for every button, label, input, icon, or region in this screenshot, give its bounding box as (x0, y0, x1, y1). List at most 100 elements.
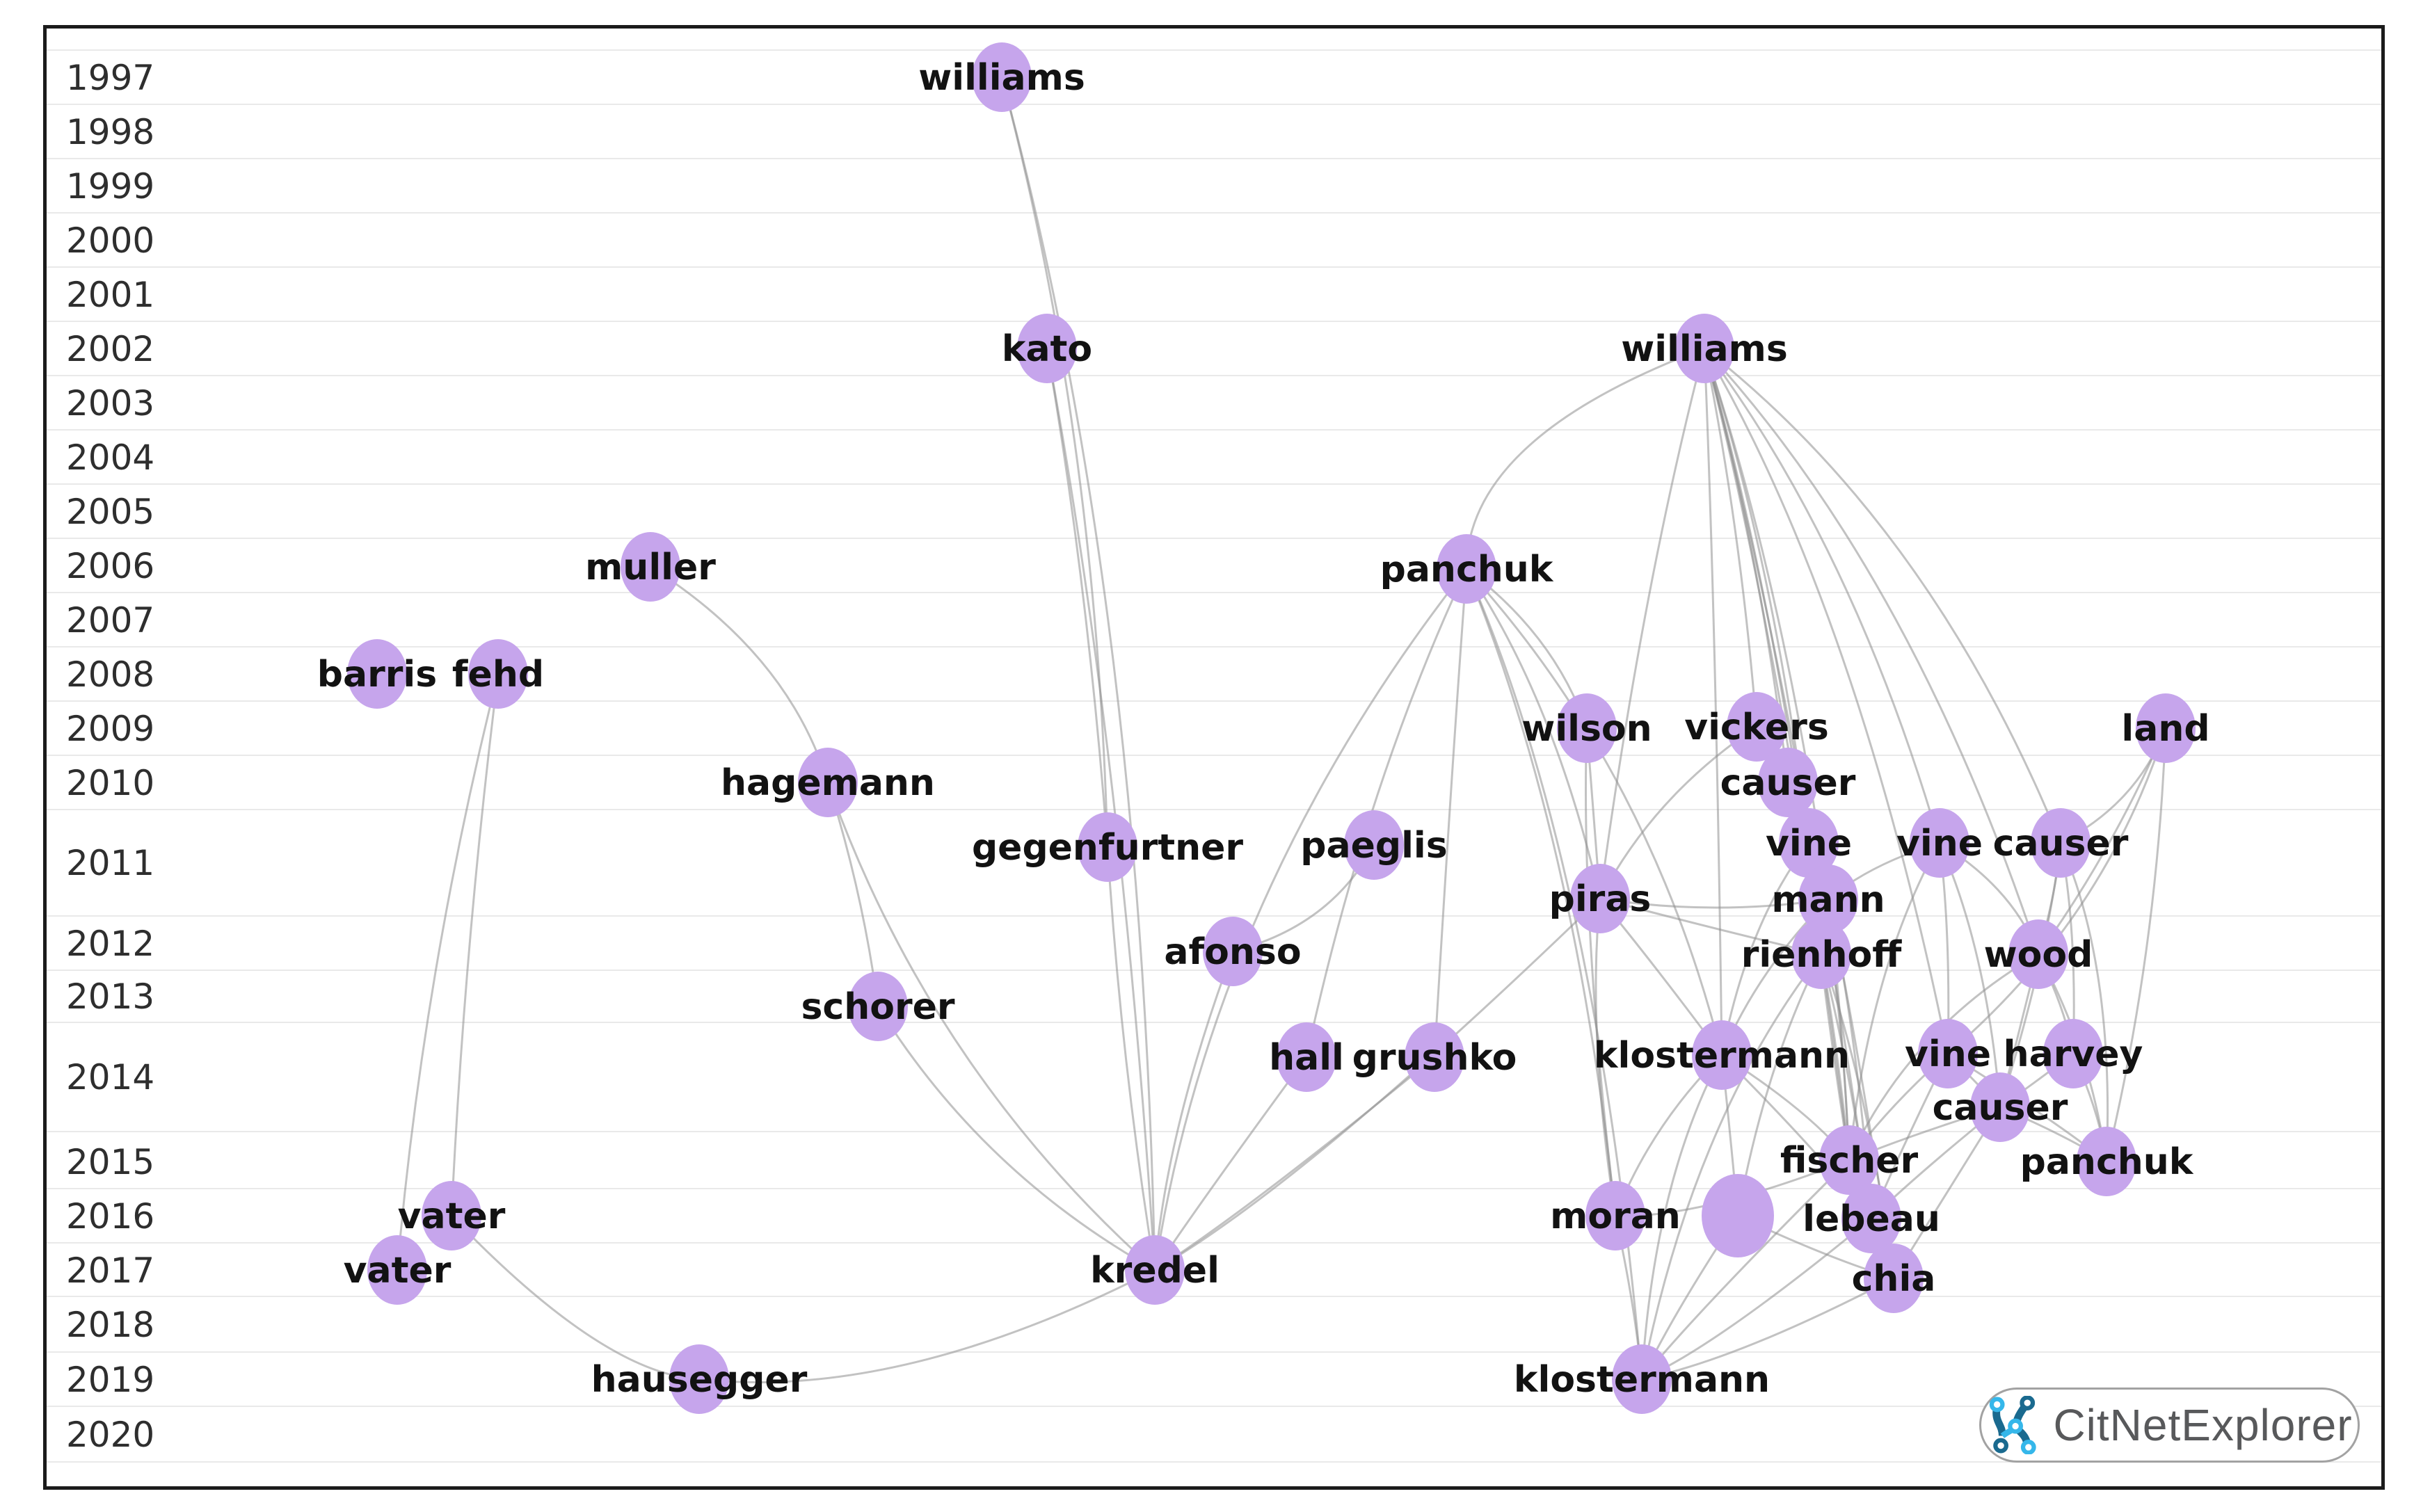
publication-node-hall[interactable] (1277, 1022, 1336, 1092)
publication-node-wilson[interactable] (1557, 693, 1617, 763)
node-label-wilson: wilson (1521, 708, 1652, 750)
year-label-2019: 2019 (66, 1360, 154, 1400)
citation-edge-wilson-moran (1585, 727, 1617, 1216)
publication-node-chia[interactable] (1864, 1244, 1924, 1313)
citation-edge-williams2002-vine2011b (1703, 348, 1941, 844)
citation-edge-panchuk2006-grushko (1433, 568, 1468, 1058)
publication-node-piras[interactable] (1570, 864, 1630, 933)
node-label-chia: chia (1852, 1258, 1936, 1300)
publication-node-fehd[interactable] (468, 639, 528, 709)
publication-node-rienhoff[interactable] (1791, 919, 1851, 989)
year-label-2015: 2015 (66, 1142, 154, 1182)
publication-node-afonso[interactable] (1203, 917, 1263, 986)
citation-edge-williams2002-piras (1599, 348, 1706, 899)
node-label-barris: barris (317, 654, 437, 695)
year-label-1997: 1997 (66, 58, 154, 98)
publication-node-vine2011a[interactable] (1779, 808, 1839, 878)
node-label-harvey: harvey (2004, 1034, 2143, 1075)
publication-node-hagemann[interactable] (798, 748, 858, 817)
citation-edge-panchuk2006-kredel (1153, 568, 1468, 1271)
citation-edge-land-wood (2037, 727, 2167, 955)
node-label-panchuk2006: panchuk (1380, 549, 1554, 590)
year-label-1999: 1999 (66, 166, 154, 207)
publication-node-muller[interactable] (621, 532, 680, 602)
citation-edge-gegenfurtner-kredel (1106, 846, 1156, 1271)
publication-node-harvey[interactable] (2043, 1019, 2103, 1088)
citation-edge-fehd-vater2016 (450, 673, 499, 1216)
node-label-hall: hall (1269, 1037, 1344, 1079)
year-label-2007: 2007 (66, 600, 154, 641)
citation-edge-williams2002-wood (1703, 347, 2040, 955)
year-label-2009: 2009 (66, 709, 154, 749)
publication-node-causer2011[interactable] (2031, 808, 2091, 878)
citation-edge-piras-mann (1599, 897, 1829, 909)
citation-edge-panchuk2006-klostermann2014 (1465, 568, 1723, 1056)
publication-node-wood[interactable] (2008, 919, 2068, 989)
visualization-frame (43, 25, 2385, 1490)
publication-node-vine2011b[interactable] (1910, 808, 1969, 878)
node-label-klostermann2014: klostermann (1594, 1035, 1850, 1077)
year-label-1998: 1998 (66, 112, 154, 152)
node-label-paeglis: paeglis (1300, 825, 1447, 867)
node-label-hagemann: hagemann (721, 762, 935, 804)
publication-node-causer2010[interactable] (1758, 748, 1818, 817)
citation-edge-panchuk2006-hall (1305, 568, 1468, 1058)
node-label-grushko: grushko (1352, 1037, 1517, 1079)
publication-node-williams2002[interactable] (1674, 314, 1734, 383)
publication-node-williams1997[interactable] (972, 42, 1032, 112)
publication-node-hausegger[interactable] (669, 1344, 729, 1414)
citnetexplorer-logo-icon (1990, 1396, 2037, 1454)
citation-edge-williams2002-vickers (1703, 348, 1758, 727)
citation-edge-williams2002-vine2014 (1703, 348, 1949, 1054)
publication-node-schorer[interactable] (848, 972, 908, 1041)
node-label-afonso: afonso (1164, 931, 1301, 973)
year-label-2000: 2000 (66, 220, 154, 261)
publication-node-paeglis[interactable] (1344, 810, 1404, 880)
publication-node-fischer[interactable] (1819, 1125, 1879, 1195)
publication-node-barris[interactable] (347, 639, 407, 709)
publication-node-grushko[interactable] (1405, 1022, 1464, 1092)
publication-node-lebeau[interactable] (1841, 1184, 1901, 1253)
publication-node-panchuk2015[interactable] (2077, 1127, 2136, 1196)
publication-node-vater2016[interactable] (422, 1181, 481, 1250)
publication-node-vickers[interactable] (1727, 692, 1786, 762)
citation-edge-williams2002-panchuk2006 (1465, 347, 1705, 570)
node-label-vickers: vickers (1684, 707, 1829, 748)
year-label-2012: 2012 (66, 924, 154, 964)
year-label-2004: 2004 (66, 437, 154, 478)
publication-node-klostermann2014[interactable] (1692, 1020, 1752, 1090)
node-label-land: land (2121, 708, 2209, 750)
node-label-vine2011b: vine (1896, 823, 1983, 864)
publication-node-moran[interactable] (1585, 1181, 1645, 1250)
citnetexplorer-watermark: CitNetExplorer (1979, 1388, 2360, 1463)
year-label-2011: 2011 (66, 843, 154, 883)
publication-node-vater2017[interactable] (367, 1235, 427, 1305)
publication-node-kredel[interactable] (1125, 1235, 1185, 1305)
publication-node-node2016[interactable] (1702, 1174, 1774, 1257)
node-label-piras: piras (1549, 878, 1652, 920)
citation-edge-williams1997-gegenfurtner (1000, 77, 1109, 848)
citation-edges (396, 77, 2167, 1384)
node-label-vine2014: vine (1905, 1034, 1991, 1075)
node-label-rienhoff: rienhoff (1741, 934, 1903, 976)
citation-edge-williams2002-lebeau (1703, 348, 1873, 1219)
citation-edge-kato-kredel (1046, 348, 1156, 1271)
node-label-gegenfurtner: gegenfurtner (972, 827, 1243, 869)
node-label-causer2014: causer (1933, 1087, 2068, 1129)
citation-edge-muller-hagemann (650, 565, 829, 783)
node-label-causer2011: causer (1993, 823, 2129, 864)
year-label-2013: 2013 (66, 976, 154, 1017)
citation-edge-panchuk2006-klostermann2019 (1465, 568, 1643, 1380)
node-label-vater2016: vater (398, 1196, 506, 1237)
publication-node-panchuk2006[interactable] (1437, 534, 1496, 604)
publication-node-mann[interactable] (1798, 864, 1858, 934)
publication-node-kato[interactable] (1017, 314, 1077, 383)
publication-node-causer2014[interactable] (1970, 1072, 2030, 1142)
publication-node-vine2014[interactable] (1918, 1019, 1978, 1088)
publication-node-land[interactable] (2136, 693, 2196, 763)
node-label-kredel: kredel (1090, 1250, 1220, 1292)
publication-node-gegenfurtner[interactable] (1078, 812, 1137, 882)
publication-node-klostermann2019[interactable] (1612, 1344, 1672, 1414)
citation-edge-hausegger-kredel (698, 1269, 1156, 1384)
